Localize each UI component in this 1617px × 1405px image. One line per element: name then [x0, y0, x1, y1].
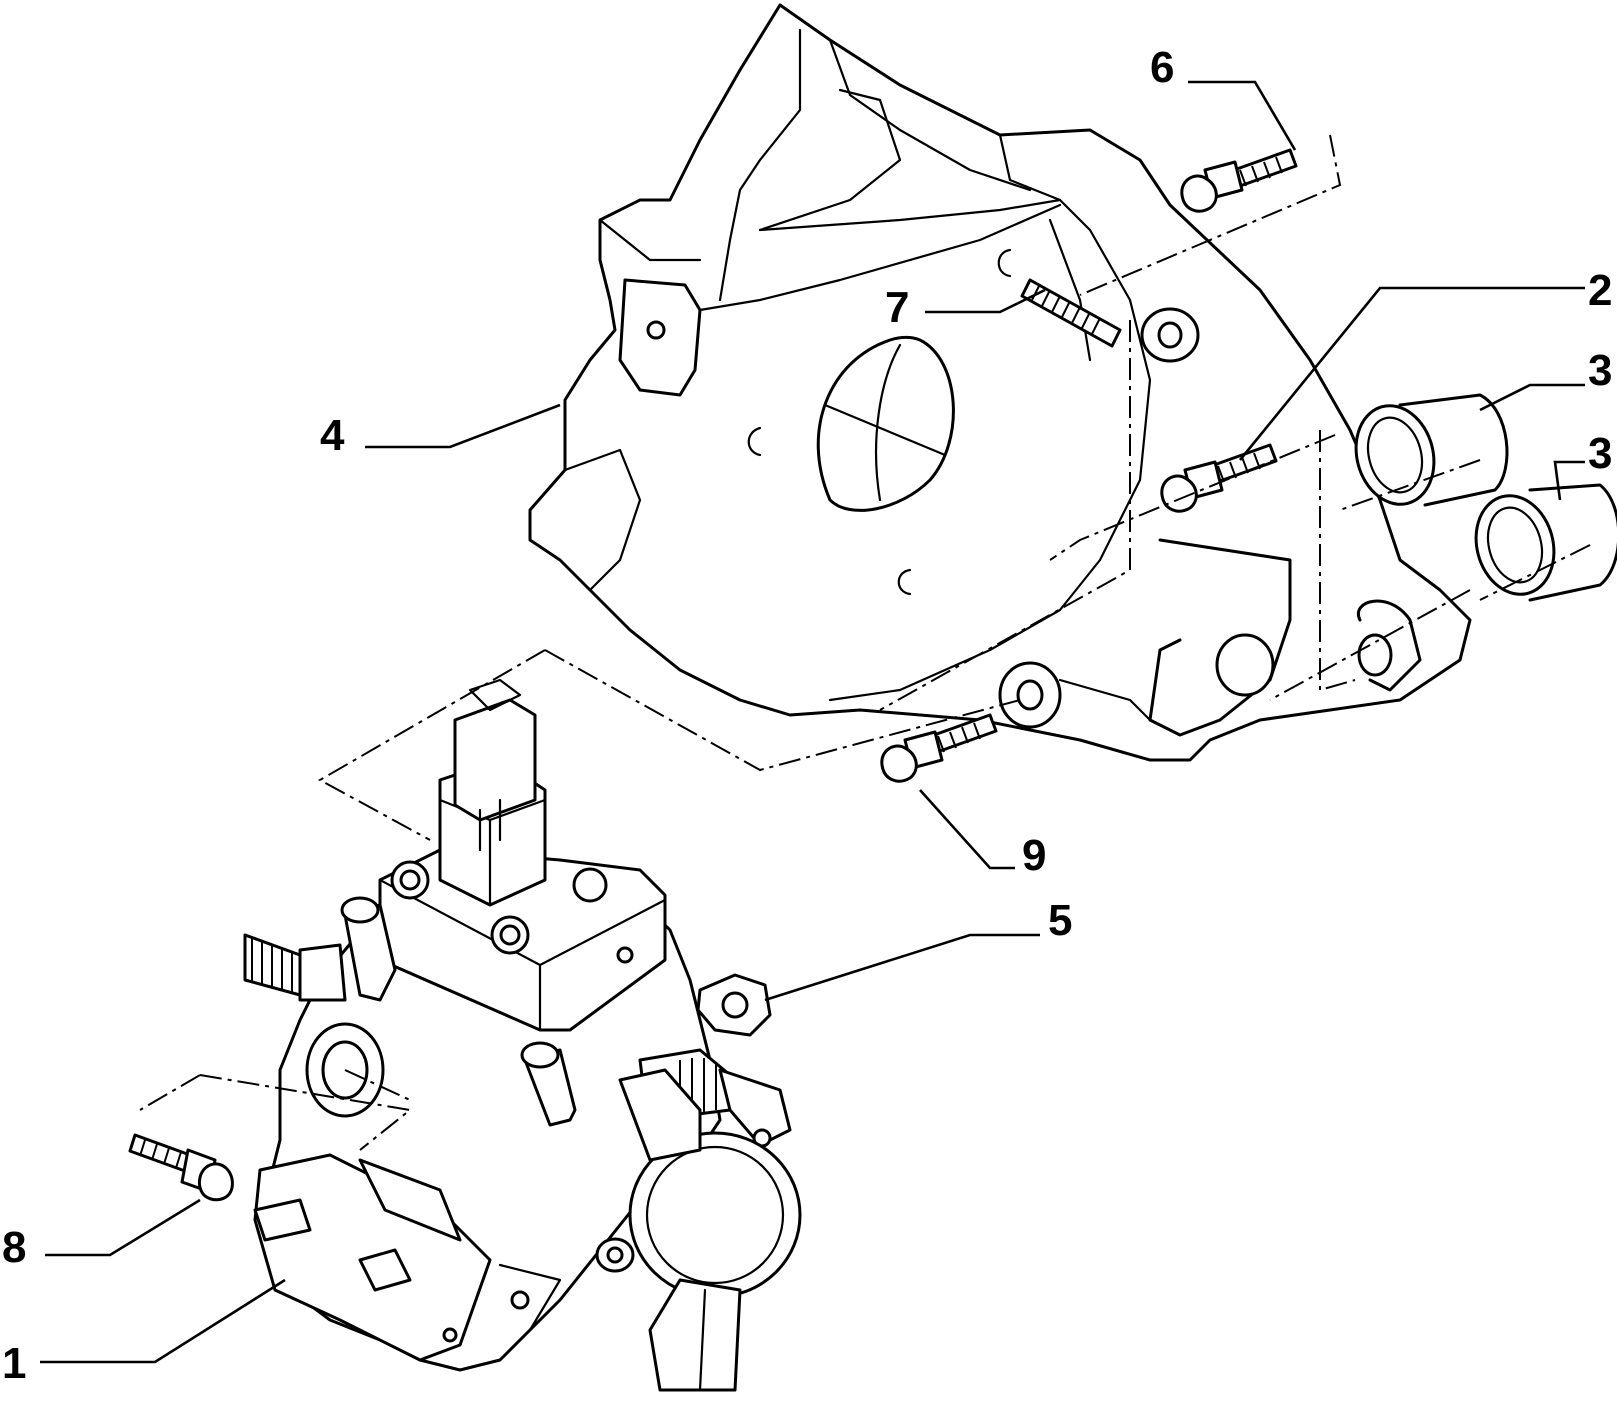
- callout-4: 4: [320, 411, 345, 460]
- bolt-8: [128, 1133, 234, 1202]
- callout-6: 6: [1150, 43, 1174, 92]
- high-pressure-pump: [243, 678, 802, 1392]
- pump-support-housing: [528, 3, 1472, 762]
- callout-1: 1: [2, 1339, 26, 1388]
- nut-5: [696, 973, 772, 1037]
- bushing-3a: [1354, 393, 1509, 507]
- stud-7: [1020, 278, 1122, 348]
- callout-9: 9: [1022, 831, 1046, 880]
- callout-3b: 3: [1588, 429, 1612, 478]
- callout-2: 2: [1588, 266, 1612, 315]
- bolt-2: [1160, 443, 1278, 513]
- leader-lines: [40, 80, 1585, 1364]
- callout-7: 7: [885, 283, 909, 332]
- callout-5: 5: [1048, 896, 1072, 945]
- bolt-9: [880, 713, 998, 783]
- callout-numbers: 1 2 3 3 4 5 6 7 8 9: [2, 43, 1612, 1388]
- bushing-3b: [1474, 483, 1617, 602]
- callout-8: 8: [2, 1223, 26, 1272]
- callout-3a: 3: [1588, 346, 1612, 395]
- bolt-6: [1180, 148, 1298, 213]
- assembly-lines: [139, 134, 1591, 1151]
